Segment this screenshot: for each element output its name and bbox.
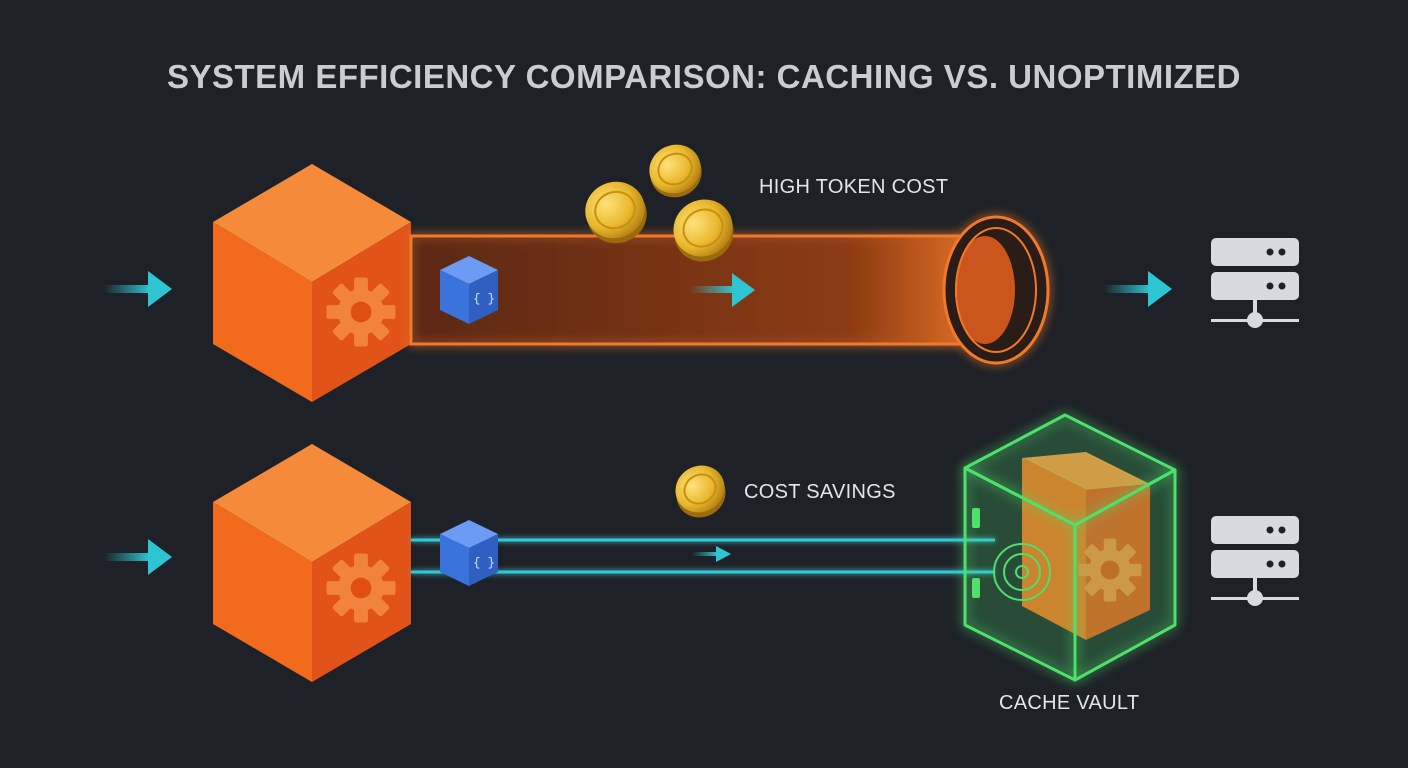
cache-vault xyxy=(963,413,1177,682)
coin-icon xyxy=(673,199,734,262)
payload-cube-top: { } xyxy=(440,256,498,324)
processor-cube-top xyxy=(213,164,411,402)
coin-icon xyxy=(585,181,647,244)
input-arrow-top xyxy=(104,271,172,307)
cache-vault-label: CACHE VAULT xyxy=(999,692,1140,714)
payload-glyph-top: { } xyxy=(473,292,495,306)
flow-arrow-top xyxy=(690,273,755,307)
server-icon xyxy=(1211,516,1299,606)
output-arrow-top xyxy=(1104,271,1172,307)
gear-icon xyxy=(326,553,396,623)
coin-icon xyxy=(649,144,702,198)
coin-icon xyxy=(675,465,726,518)
cache-line xyxy=(411,538,995,574)
processor-cube-bottom xyxy=(213,444,411,682)
server-icon xyxy=(1211,238,1299,328)
payload-glyph-bottom: { } xyxy=(473,556,495,570)
gear-icon xyxy=(326,277,396,347)
cost-savings-label: COST SAVINGS xyxy=(744,481,896,503)
flow-arrow-bottom xyxy=(692,546,731,562)
input-arrow-bottom xyxy=(104,539,172,575)
diagram-title: SYSTEM EFFICIENCY COMPARISON: CACHING VS… xyxy=(166,58,1241,95)
payload-cube-bottom: { } xyxy=(440,520,498,586)
high-token-cost-label: HIGH TOKEN COST xyxy=(759,176,949,198)
